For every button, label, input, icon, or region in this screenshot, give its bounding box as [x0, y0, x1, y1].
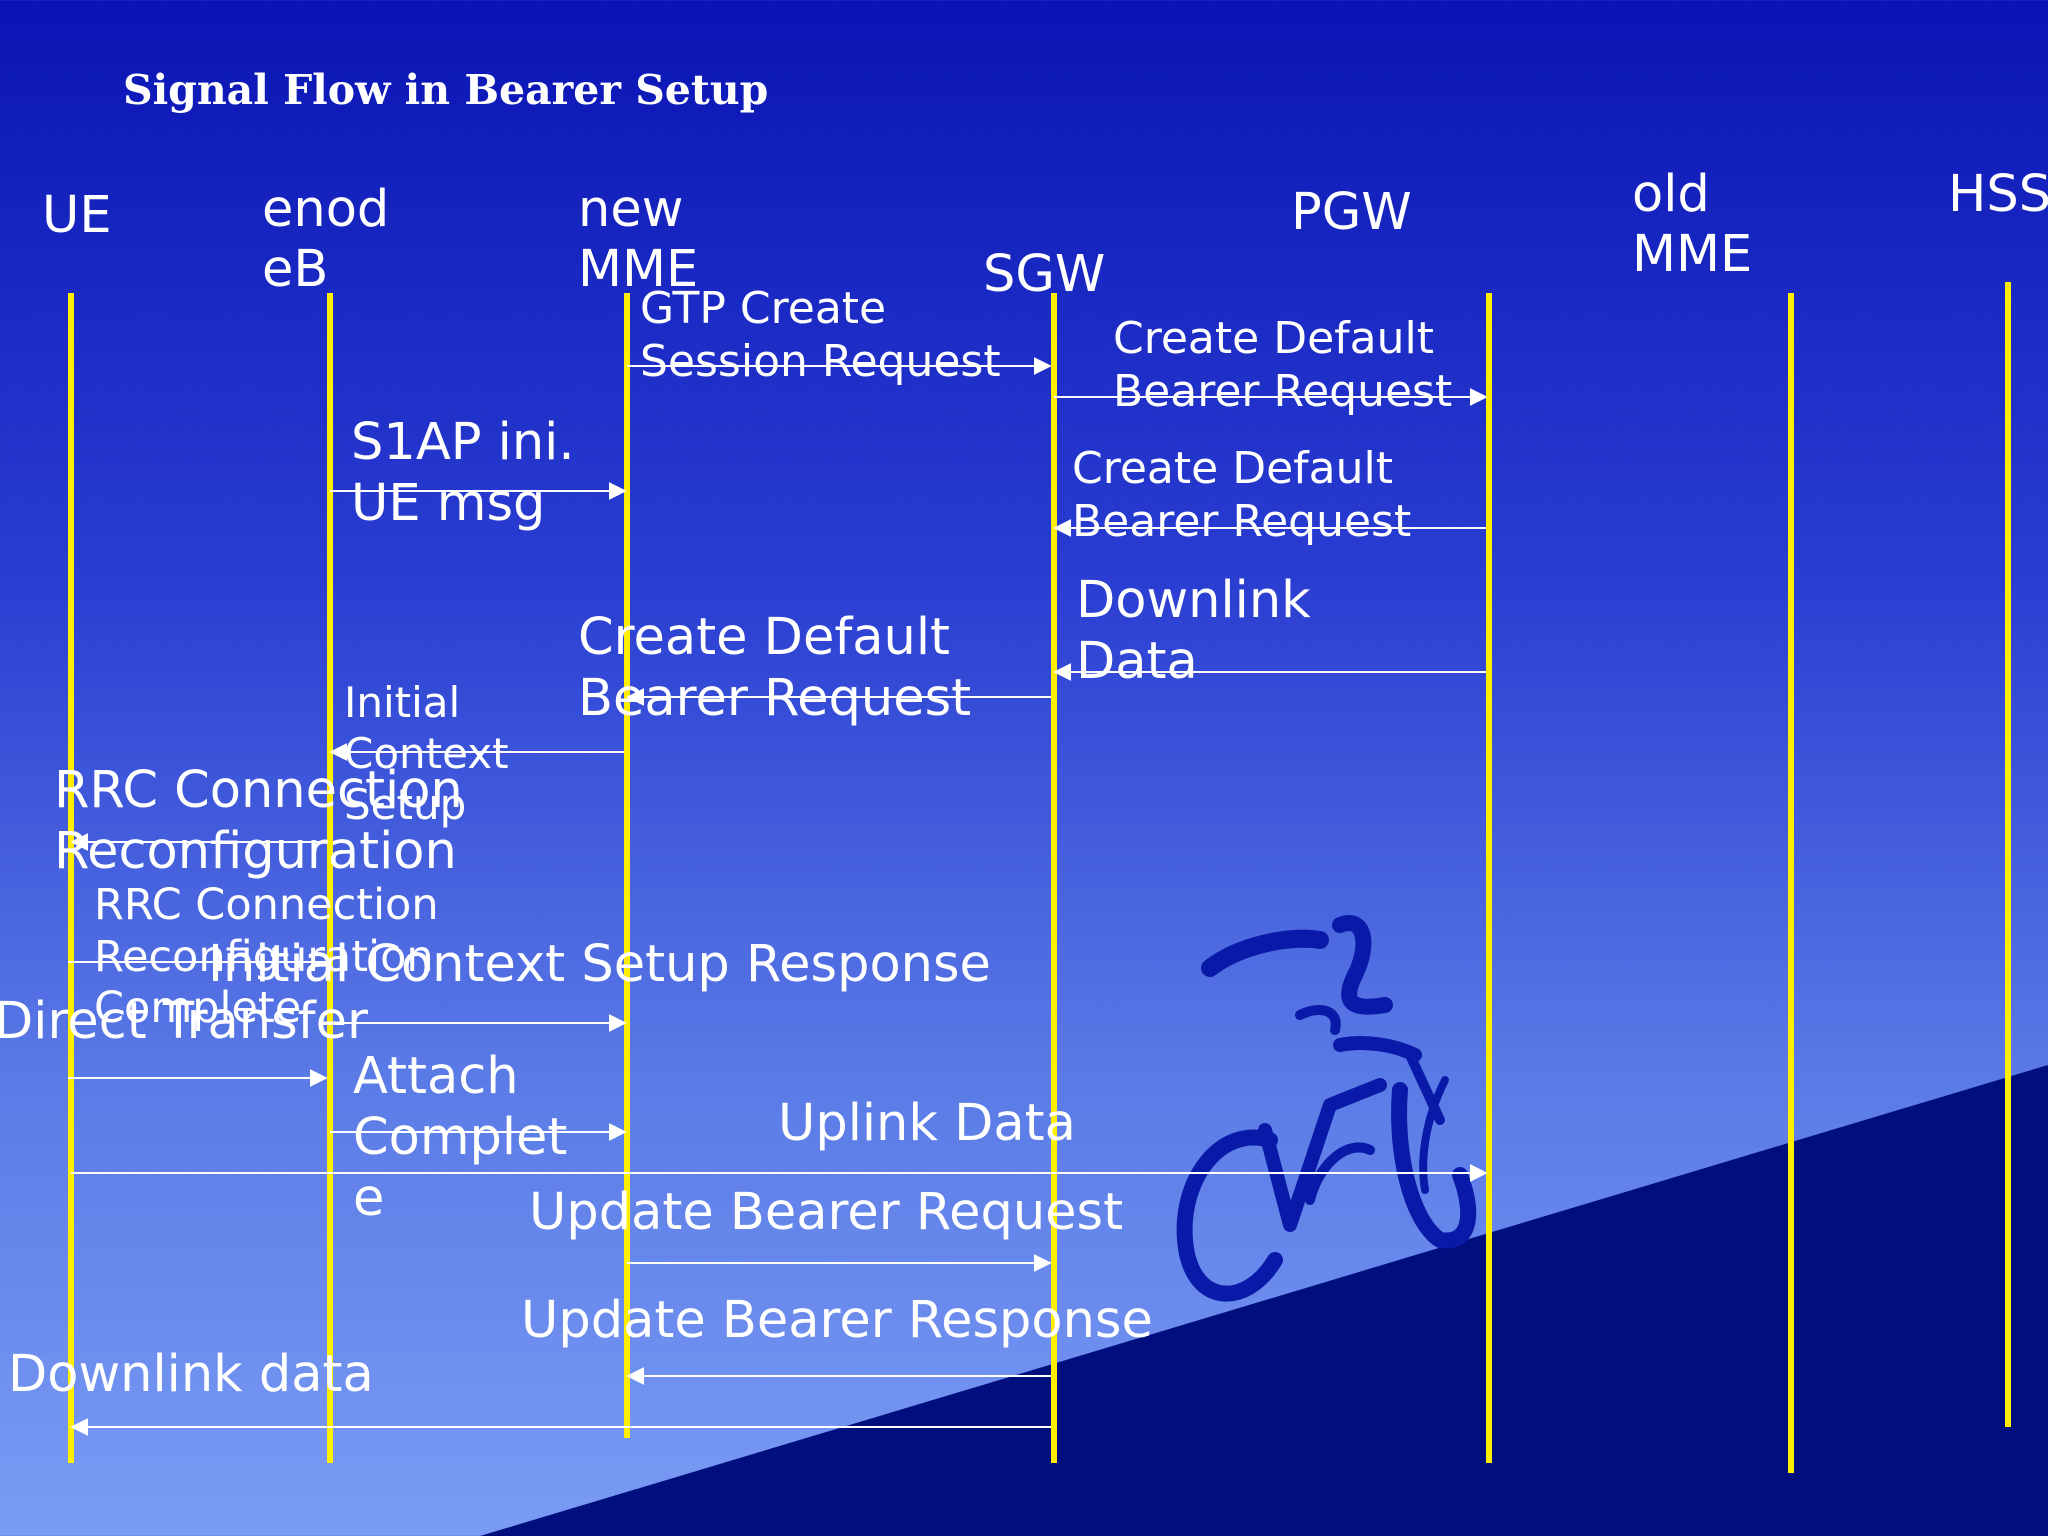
msg-direct-transfer: Direct Transfer: [0, 992, 368, 1051]
entity-sgw-label: SGW: [983, 245, 1106, 304]
msg-update-bearer-request: Update Bearer Request: [529, 1183, 1124, 1242]
msg-gtp-create-session: GTP Create Session Request: [640, 283, 1001, 387]
msg-downlink-data-ue: Downlink data: [8, 1345, 374, 1404]
lifeline-enodeb: [327, 293, 333, 1463]
msg-initial-context-setup-response: Initial Context Setup Response: [208, 935, 991, 994]
msg-create-default-bearer-req-3: Create Default Bearer Request: [578, 608, 972, 729]
entity-hss-label: HSS: [1948, 165, 2048, 224]
msg-rrc-connection-reconfig-complete: RRC Connection Reconfiguration Complete: [94, 880, 439, 1034]
slide-title: Signal Flow in Bearer Setup: [123, 66, 769, 114]
entity-enodeb-label: enod eB: [262, 180, 390, 300]
msg-attach-complete: Attach Complet e: [353, 1047, 568, 1229]
msg-update-bearer-response: Update Bearer Response: [521, 1291, 1153, 1350]
msg-uplink-data: Uplink Data: [778, 1094, 1076, 1153]
lifeline-new-mme: [624, 293, 630, 1438]
msg-create-default-bearer-req-2: Create Default Bearer Request: [1072, 443, 1412, 547]
entity-new-mme-label: new MME: [578, 180, 699, 300]
msg-s1ap-initial-ue: S1AP ini. UE msg: [351, 413, 575, 534]
lifeline-hss: [2005, 282, 2011, 1427]
lifeline-sgw: [1051, 293, 1057, 1463]
msg-downlink-data-pgw: Downlink Data: [1076, 571, 1311, 692]
msg-create-default-bearer-req-1: Create Default Bearer Request: [1113, 313, 1453, 417]
lifeline-ue: [68, 293, 74, 1463]
lifeline-pgw: [1486, 293, 1492, 1463]
msg-initial-context-setup: Initial Context Setup: [344, 678, 509, 830]
entity-ue-label: UE: [42, 186, 112, 245]
lifeline-old-mme: [1788, 293, 1794, 1473]
entity-old-mme-label: old MME: [1632, 165, 1753, 285]
msg-rrc-connection-reconfig: RRC Connection Reconfiguration: [54, 761, 463, 882]
entity-pgw-label: PGW: [1291, 183, 1412, 242]
